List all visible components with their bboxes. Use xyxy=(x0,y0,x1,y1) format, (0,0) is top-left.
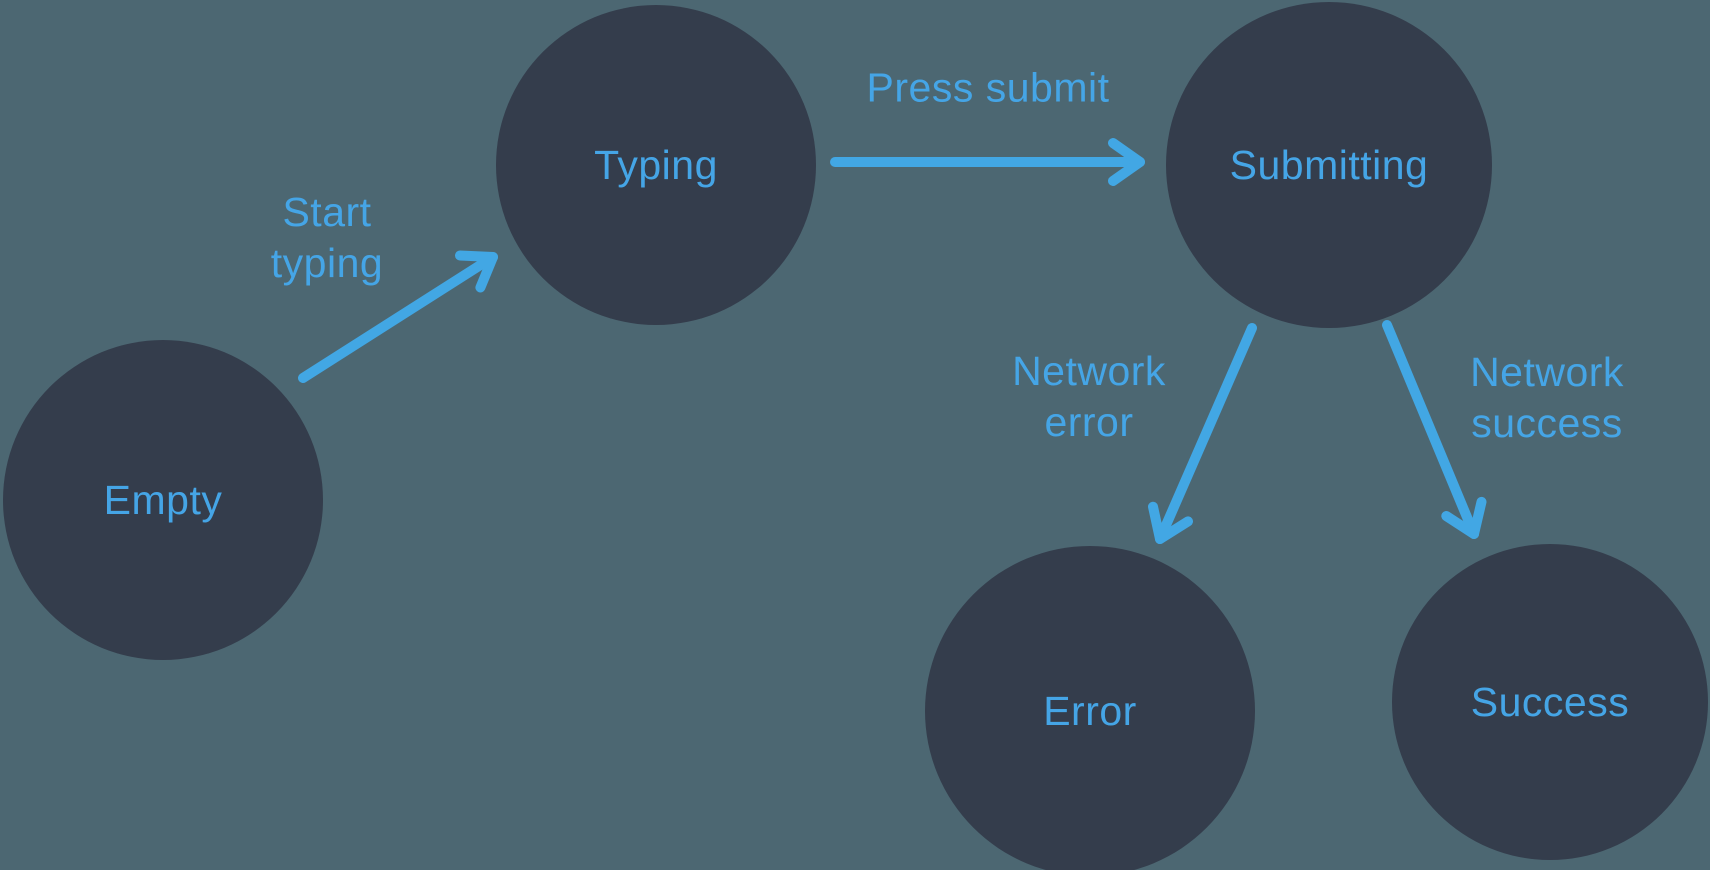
state-label: Submitting xyxy=(1229,141,1429,188)
arrow-head-icon xyxy=(1108,138,1145,186)
edge-label-network-success: Network success xyxy=(1470,348,1624,446)
state-node-error: Error xyxy=(925,546,1255,870)
arrow-head-icon xyxy=(455,250,498,293)
state-node-submitting: Submitting xyxy=(1166,2,1492,328)
arrow-line xyxy=(1155,323,1257,544)
arrow-line xyxy=(1382,320,1479,539)
state-node-success: Success xyxy=(1392,544,1708,860)
arrow-press-submit xyxy=(830,138,1145,186)
state-node-typing: Typing xyxy=(496,5,816,325)
edge-label-press-submit: Press submit xyxy=(866,64,1110,111)
arrow-head-icon xyxy=(1148,501,1193,544)
arrow-head-icon xyxy=(1441,496,1487,539)
state-label: Error xyxy=(1043,687,1137,734)
arrow-start-typing xyxy=(298,250,498,383)
arrow-line xyxy=(298,252,498,383)
state-label: Typing xyxy=(594,141,718,188)
state-label: Empty xyxy=(103,476,223,523)
edge-label-start-typing: Start typing xyxy=(270,188,384,286)
edge-label-network-error: Network error xyxy=(1012,347,1166,445)
arrow-network-success xyxy=(1382,320,1487,539)
state-label: Success xyxy=(1470,678,1630,725)
arrow-network-error xyxy=(1148,323,1257,544)
state-node-empty: Empty xyxy=(3,340,323,660)
